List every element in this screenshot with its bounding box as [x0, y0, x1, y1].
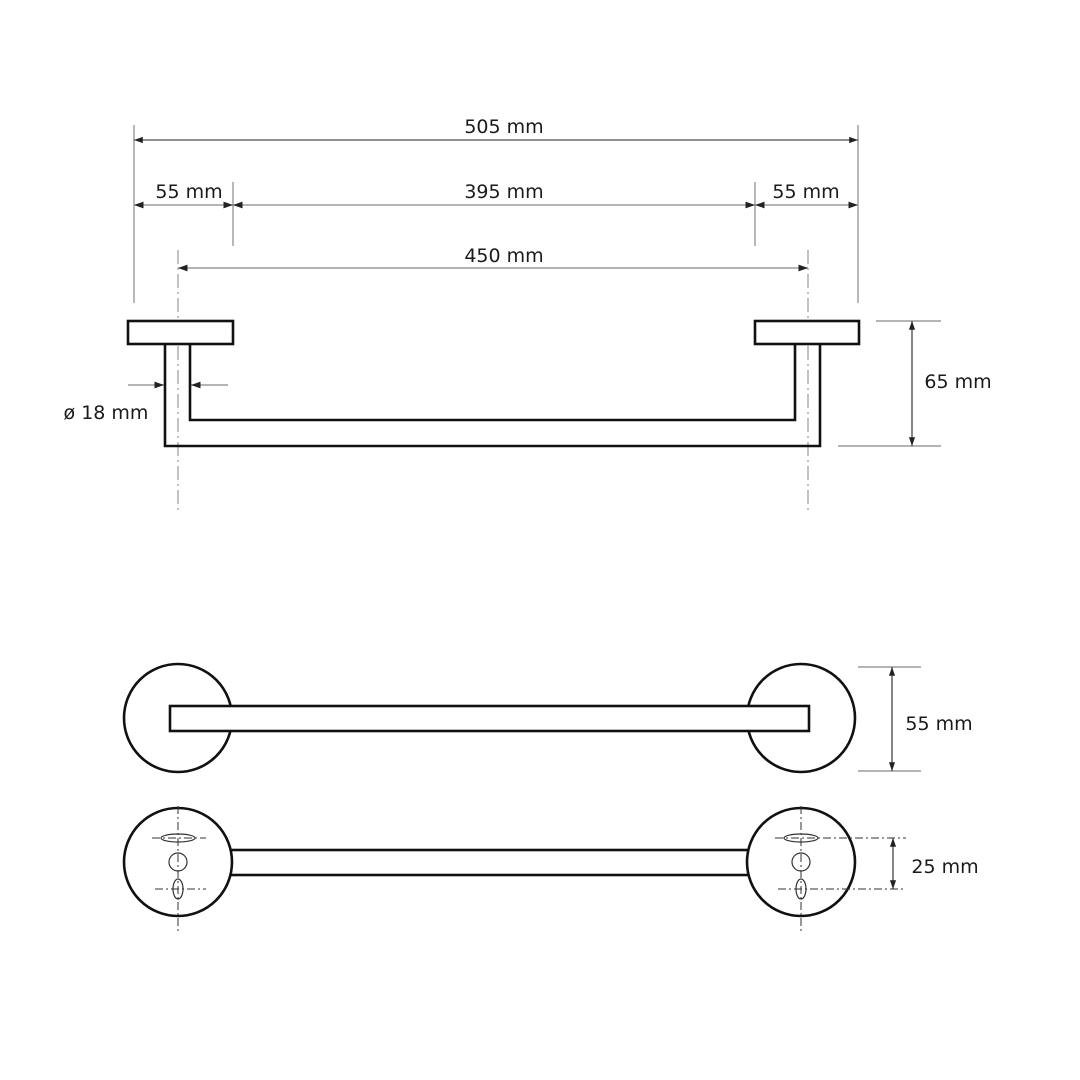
left-mounting-holes: [152, 806, 206, 934]
tube-diameter-label: ø 18 mm: [64, 402, 149, 424]
right-mounting-holes: [775, 806, 906, 934]
depth-label: 65 mm: [924, 371, 991, 393]
plate-diameter-label: 55 mm: [905, 713, 972, 735]
right-plate-label: 55 mm: [772, 181, 839, 203]
back-view: 25 mm: [122, 806, 979, 934]
top-view: 55 mm: [122, 662, 973, 774]
inner-span-label: 395 mm: [464, 181, 543, 203]
hole-spacing-label: 25 mm: [911, 856, 978, 878]
center-distance-label: 450 mm: [464, 245, 543, 267]
overall-width-label: 505 mm: [464, 116, 543, 138]
side-view: [126, 319, 861, 448]
left-plate-label: 55 mm: [155, 181, 222, 203]
side-view-dimensions: 505 mm 55 mm 395 mm 55 mm 450 mm 65 mm ø…: [64, 116, 992, 514]
